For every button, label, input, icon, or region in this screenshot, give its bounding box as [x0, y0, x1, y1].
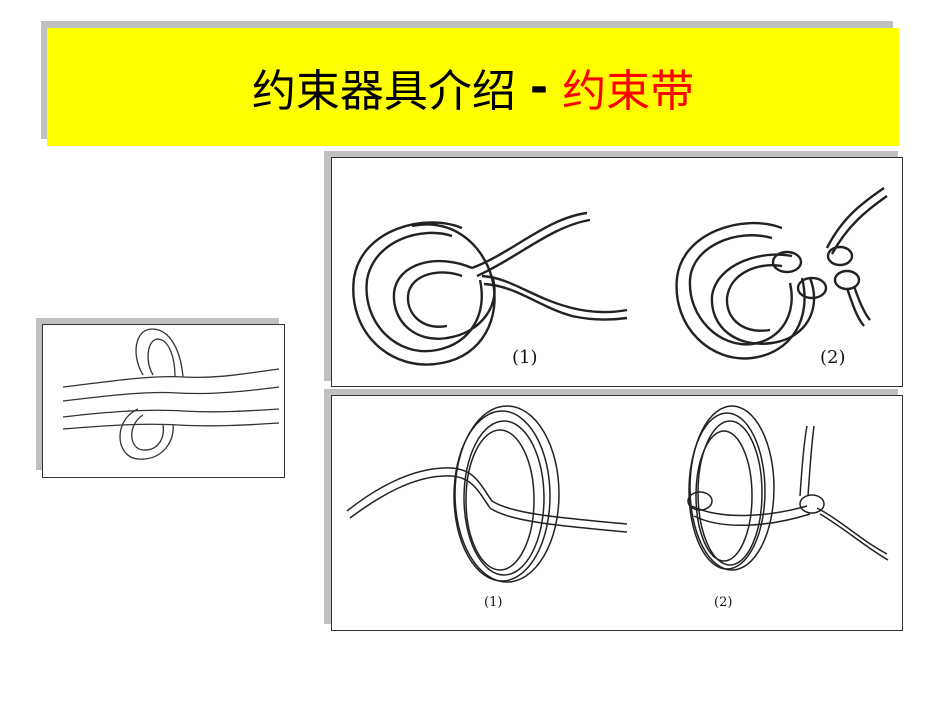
clove-hitch-illustration: [62, 328, 280, 460]
bottom-right-figure-label: (2): [714, 595, 732, 610]
bottom-left-figure-label: (1): [484, 595, 502, 610]
title-main: 约束器具介绍: [251, 66, 516, 117]
title-separator: -: [529, 61, 549, 113]
double-loop-knot-illustration: (1) (2): [352, 187, 888, 368]
loop-tie-illustration: (1) (2): [346, 405, 889, 610]
bottom-figure-panel: (1) (2): [331, 395, 903, 631]
page-title: 约束器具介绍 - 约束带: [47, 28, 899, 146]
top-right-figure-label: (2): [820, 347, 846, 368]
left-figure-panel: [42, 324, 285, 478]
title-sub: 约束带: [562, 66, 695, 117]
top-left-figure-label: (1): [512, 347, 538, 368]
top-figure-panel: (1) (2): [331, 157, 903, 387]
